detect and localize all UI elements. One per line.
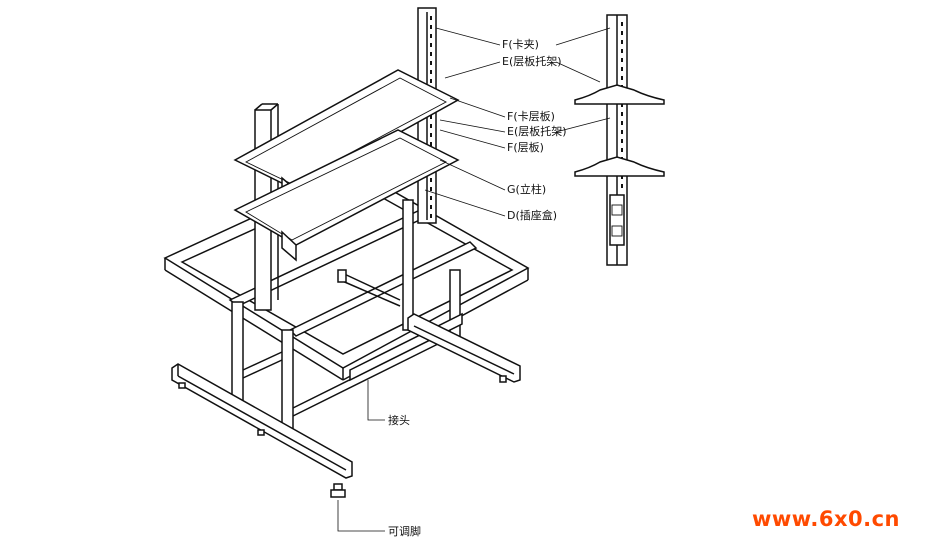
slot-hole	[621, 139, 623, 143]
slot-hole	[430, 16, 432, 20]
slot-hole	[621, 40, 623, 44]
slot-hole	[621, 22, 623, 26]
slot-hole	[430, 214, 432, 218]
callout-c4: E(层板托架)	[507, 124, 567, 138]
callout-c2: E(层板托架)	[502, 54, 562, 68]
slot-hole	[430, 43, 432, 47]
slot-hole	[430, 196, 432, 200]
callout-c7: D(插座盒)	[507, 208, 557, 222]
slot-hole	[430, 133, 432, 137]
callout-c9: 可调脚	[388, 524, 421, 538]
slot-hole	[430, 25, 432, 29]
slot-hole	[621, 49, 623, 53]
callout-c8: 接头	[388, 414, 410, 427]
slot-hole	[621, 67, 623, 71]
slot-hole	[430, 61, 432, 65]
slot-hole	[430, 115, 432, 119]
leader-lines	[337, 27, 611, 532]
legs	[231, 199, 463, 431]
detail-elevation	[574, 14, 665, 266]
slot-hole	[621, 58, 623, 62]
slot-hole	[430, 142, 432, 146]
slot-hole	[621, 130, 623, 134]
slot-hole	[621, 148, 623, 152]
slot-hole	[621, 31, 623, 35]
callout-c6: G(立柱)	[507, 182, 546, 196]
slot-hole	[430, 52, 432, 56]
callouts: F(卡夹) E(层板托架) F(卡层板) E(层板托架) F(层板) G(立柱)…	[388, 38, 567, 538]
slot-hole	[430, 178, 432, 182]
feet	[171, 313, 521, 498]
slot-hole	[621, 112, 623, 116]
slot-hole	[430, 187, 432, 191]
slot-hole	[621, 76, 623, 80]
slot-hole	[430, 34, 432, 38]
slot-hole	[621, 103, 623, 107]
slot-hole	[430, 205, 432, 209]
slot-hole	[430, 79, 432, 83]
slot-hole	[430, 70, 432, 74]
callout-c5: F(层板)	[507, 140, 544, 154]
shelves	[233, 69, 460, 262]
callout-c3: F(卡层板)	[507, 109, 555, 123]
watermark: www.6x0.cn	[752, 507, 900, 531]
slot-hole	[621, 184, 623, 188]
slot-hole	[621, 121, 623, 125]
callout-c1: F(卡夹)	[502, 38, 539, 51]
slot-hole	[430, 124, 432, 128]
slot-hole	[621, 175, 623, 179]
